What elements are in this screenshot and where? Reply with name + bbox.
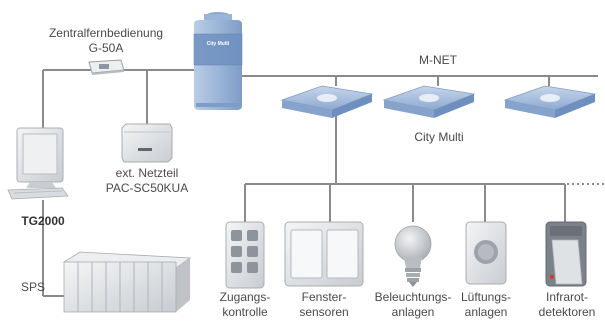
access-keypad-icon <box>225 221 265 289</box>
central-controller-model: G-50A <box>89 41 124 55</box>
device-1-label-line2: kontrolle <box>222 305 268 319</box>
device-3-label-line1: Beleuchtungs- <box>375 290 452 304</box>
plc-label: SPS <box>21 280 45 294</box>
central-controller-icon <box>88 59 125 75</box>
power-supply-icon <box>121 123 173 163</box>
device-4-label-line2: anlagen <box>465 305 508 319</box>
pc-workstation-icon <box>7 127 69 200</box>
device-2-label-line2: sensoren <box>299 305 348 319</box>
indoor-unit-2-icon <box>382 85 476 118</box>
pc-label: TG2000 <box>21 214 65 228</box>
device-2-label-line1: Fenster- <box>302 290 347 304</box>
plc-rack-icon <box>62 251 192 313</box>
power-supply-model: PAC-SC50KUA <box>106 181 188 195</box>
device-4-label-line1: Lüftungs- <box>461 290 511 304</box>
outdoor-unit-badge: City Multi <box>207 41 230 47</box>
outdoor-unit-icon: City Multi <box>193 12 243 110</box>
central-controller-label: Zentralfernbedienung <box>49 26 163 40</box>
ventilation-icon <box>465 221 507 285</box>
light-bulb-icon <box>394 225 432 287</box>
power-supply-label: ext. Netzteil <box>116 166 179 180</box>
indoor-unit-3-icon <box>503 85 597 118</box>
device-1-label-line1: Zugangs- <box>220 290 271 304</box>
bus-lines <box>42 69 598 297</box>
indoor-units-label: City Multi <box>414 130 463 144</box>
network-label: M-NET <box>419 53 458 67</box>
indoor-unit-1-icon <box>280 85 374 118</box>
device-5-label-line2: detektoren <box>539 305 596 319</box>
infrared-detector-icon <box>545 221 587 287</box>
device-3-label-line2: anlagen <box>392 305 435 319</box>
window-sensor-icon <box>284 221 364 287</box>
device-5-label-line1: Infrarot- <box>546 290 588 304</box>
